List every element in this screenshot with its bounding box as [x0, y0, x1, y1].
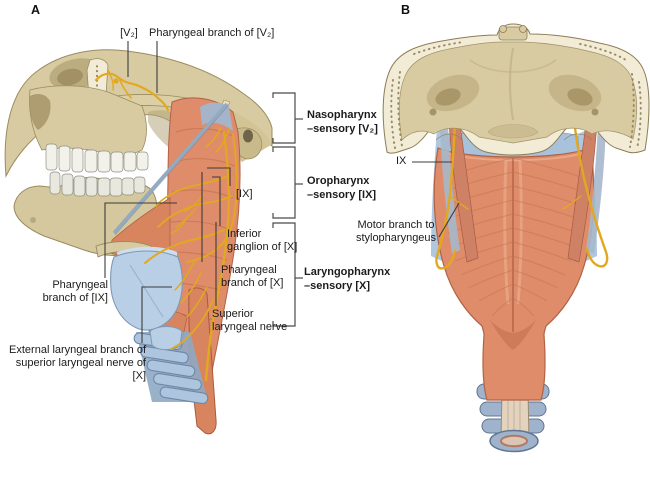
superior-laryngeal-nerve-line	[144, 229, 225, 264]
label-laryngopharynx: Laryngopharynx–sensory [X]	[304, 266, 391, 292]
ix-nerve-right	[572, 118, 609, 268]
upper-teeth	[45, 143, 149, 173]
label-motor-branch: Motor branch to stylopharyngeus	[355, 219, 437, 244]
stylohyoid-ligament	[112, 102, 229, 235]
label-pharyngeal-branch-x: Pharyngeal branch of [X]	[221, 264, 284, 289]
leader-inferior-ganglion	[212, 176, 221, 226]
v2-nerve	[94, 72, 170, 112]
ear-canal	[243, 129, 253, 143]
pharyngeal-branch-x-nerve	[155, 175, 229, 207]
label-external-laryngeal-branch: External laryngeal branch of superior la…	[9, 344, 146, 382]
label-pharyngeal-branch-v2: Pharyngeal branch of [V₂]	[149, 27, 275, 39]
leader-ix	[207, 167, 231, 186]
panel-b-illustration	[382, 23, 650, 453]
label-nasopharynx: Nasopharynx–sensory [V₂]	[307, 109, 378, 135]
leader-external-laryngeal	[141, 286, 172, 343]
label-v2: [V₂]	[120, 27, 138, 39]
panel-a-letter: A	[31, 3, 41, 17]
panel-b-letter: B	[401, 3, 411, 17]
external-laryngeal-nerve-line	[170, 299, 214, 350]
laryngopharynx-bracket	[272, 222, 296, 327]
label-ix: [IX]	[236, 188, 253, 200]
label-superior-laryngeal-nerve: Superior laryngeal nerve	[212, 308, 288, 333]
label-pharyngeal-branch-ix: Pharyngeal branch of [IX]	[42, 279, 108, 304]
nerves-lateral	[94, 69, 238, 382]
leader-motor-branch	[438, 202, 460, 238]
label-ix-posterior: IX	[396, 155, 407, 167]
glossopharyngeal-nerves-posterior	[435, 118, 609, 270]
pharyngeal-plexus	[157, 195, 233, 228]
stylopharyngeus-muscles	[440, 121, 606, 263]
oropharynx-bracket	[272, 146, 296, 219]
panel-a-leader-lines	[104, 41, 231, 343]
leader-pharyngeal-branch-ix	[104, 202, 177, 278]
nasopharynx-bracket	[272, 92, 296, 144]
label-inferior-ganglion: Inferior ganglion of [X]	[227, 228, 298, 253]
panel-a-illustration	[4, 49, 273, 435]
cricoid-cartilage	[149, 326, 183, 351]
larynx-trachea-lateral	[110, 246, 217, 435]
region-brackets	[272, 92, 303, 327]
glossopharyngeal-trunk	[186, 133, 238, 263]
label-oropharynx: Oropharynx–sensory [IX]	[307, 175, 377, 201]
panel-b-leader-lines	[412, 161, 460, 238]
ix-nerve-left	[435, 118, 457, 270]
skull-base-posterior	[382, 23, 650, 156]
lower-teeth	[49, 171, 146, 197]
